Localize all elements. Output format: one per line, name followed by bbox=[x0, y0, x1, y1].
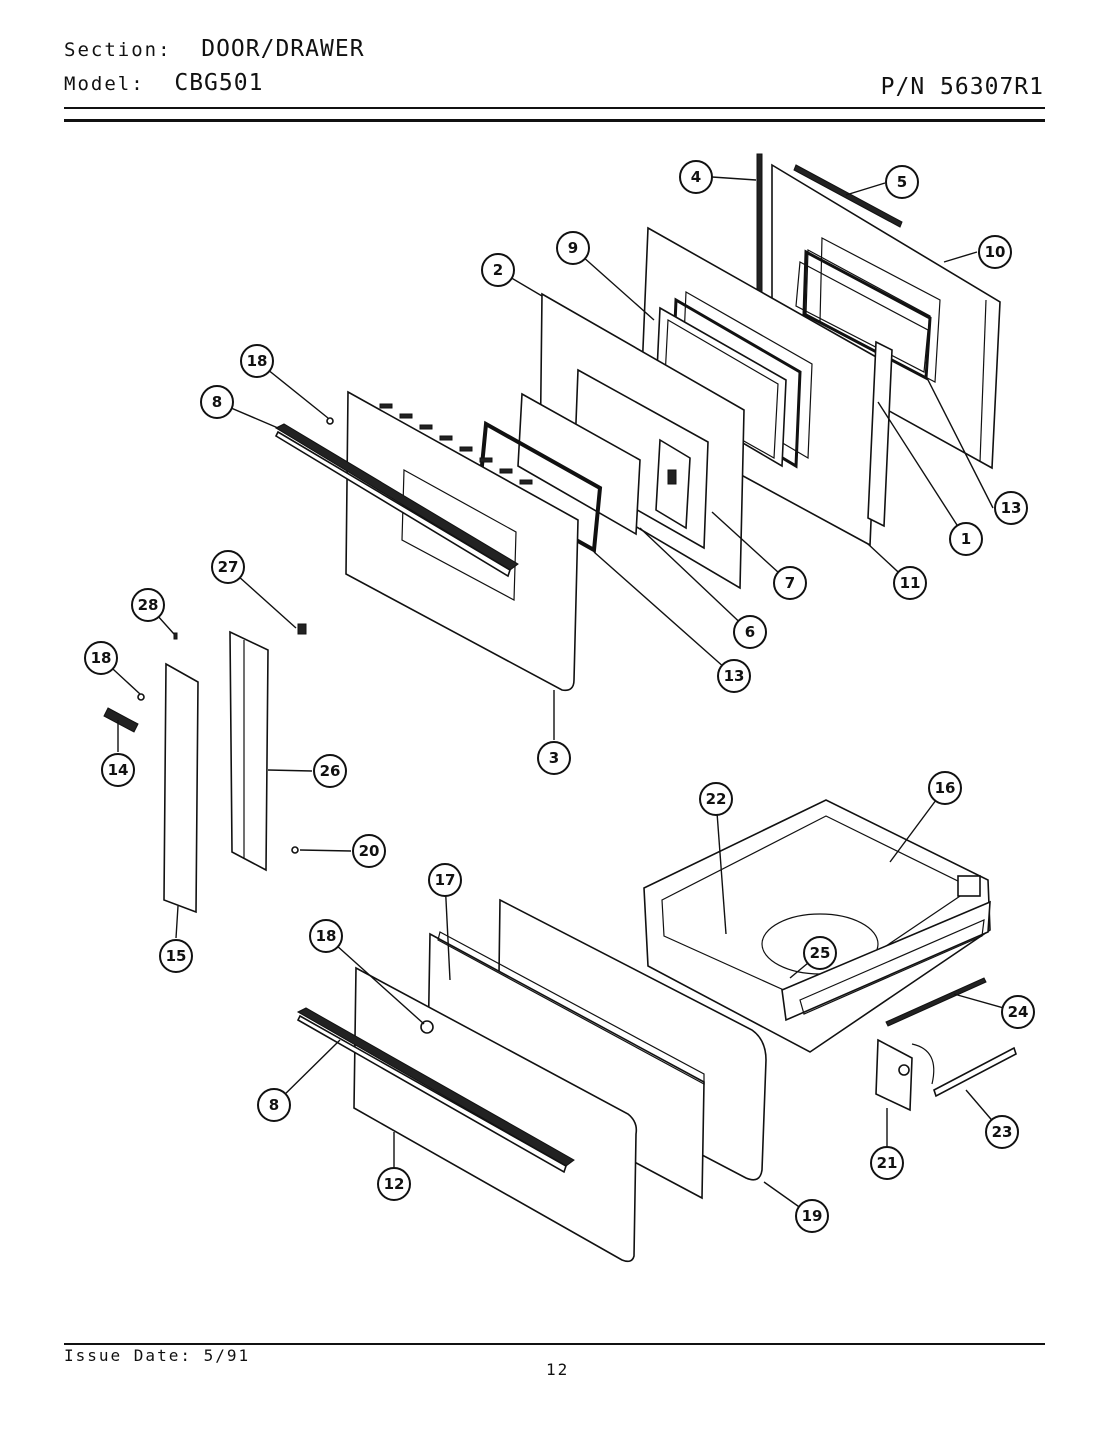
section-label: Section: bbox=[64, 39, 172, 61]
callout-8-lower: 8 bbox=[257, 1088, 291, 1122]
model-label: Model: bbox=[64, 73, 145, 95]
callout-18-left: 18 bbox=[84, 641, 118, 675]
callout-7: 7 bbox=[773, 566, 807, 600]
door-top-strip bbox=[793, 164, 903, 228]
callout-24: 24 bbox=[1001, 995, 1035, 1029]
svg-text:24: 24 bbox=[1008, 1003, 1029, 1021]
svg-text:9: 9 bbox=[568, 239, 578, 257]
callout-27: 27 bbox=[211, 550, 245, 584]
callout-11: 11 bbox=[893, 566, 927, 600]
drawer-rod bbox=[885, 977, 987, 1027]
issue-date: Issue Date: 5/91 bbox=[64, 1346, 251, 1365]
svg-text:22: 22 bbox=[706, 790, 727, 808]
callout-26: 26 bbox=[313, 754, 347, 788]
callout-2: 2 bbox=[481, 253, 515, 287]
svg-text:4: 4 bbox=[691, 168, 701, 186]
svg-text:6: 6 bbox=[745, 623, 755, 641]
callout-13-front: 13 bbox=[717, 659, 751, 693]
callout-20: 20 bbox=[352, 834, 386, 868]
header-rule-bottom bbox=[64, 119, 1045, 122]
svg-text:27: 27 bbox=[218, 558, 239, 576]
door-gasket-front bbox=[477, 420, 603, 554]
callout-17: 17 bbox=[428, 863, 462, 897]
callout-15: 15 bbox=[159, 939, 193, 973]
svg-text:23: 23 bbox=[992, 1123, 1013, 1141]
svg-text:8: 8 bbox=[269, 1096, 279, 1114]
screw bbox=[326, 417, 334, 425]
callout-1: 1 bbox=[949, 522, 983, 556]
callout-23: 23 bbox=[985, 1115, 1019, 1149]
svg-text:8: 8 bbox=[212, 393, 222, 411]
section-line: Section: DOOR/DRAWER bbox=[64, 36, 365, 62]
door-gasket-rear bbox=[802, 249, 932, 381]
svg-text:10: 10 bbox=[985, 243, 1006, 261]
svg-text:26: 26 bbox=[320, 762, 341, 780]
callout-5: 5 bbox=[885, 165, 919, 199]
svg-text:12: 12 bbox=[384, 1175, 405, 1193]
callout-28: 28 bbox=[131, 588, 165, 622]
drawer-bracket bbox=[875, 1038, 935, 1112]
callout-25: 25 bbox=[803, 936, 837, 970]
svg-text:1: 1 bbox=[961, 530, 971, 548]
drawer-handle bbox=[296, 1007, 575, 1167]
svg-text:18: 18 bbox=[91, 649, 112, 667]
side-trim-long bbox=[163, 662, 199, 914]
svg-text:2: 2 bbox=[493, 261, 503, 279]
page-number: 12 bbox=[546, 1360, 570, 1379]
footer-rule bbox=[64, 1343, 1045, 1345]
callout-6: 6 bbox=[733, 615, 767, 649]
door-side-strip bbox=[756, 153, 763, 301]
svg-text:3: 3 bbox=[549, 749, 559, 767]
svg-text:7: 7 bbox=[785, 574, 795, 592]
callout-18-upper: 18 bbox=[240, 344, 274, 378]
svg-text:13: 13 bbox=[1001, 499, 1022, 517]
model-line: Model: CBG501 bbox=[64, 70, 263, 96]
callout-18-lower: 18 bbox=[309, 919, 343, 953]
inner-door-panel bbox=[771, 163, 1001, 470]
svg-text:28: 28 bbox=[138, 596, 159, 614]
callout-12: 12 bbox=[377, 1167, 411, 1201]
drawer-rail bbox=[933, 1046, 1017, 1098]
svg-text:15: 15 bbox=[166, 947, 187, 965]
trim-clip bbox=[103, 707, 139, 733]
svg-text:11: 11 bbox=[900, 574, 921, 592]
callout-13-rear: 13 bbox=[994, 491, 1028, 525]
callout-3: 3 bbox=[537, 741, 571, 775]
callout-19: 19 bbox=[795, 1199, 829, 1233]
svg-text:21: 21 bbox=[877, 1154, 898, 1172]
callout-22: 22 bbox=[699, 782, 733, 816]
callout-21: 21 bbox=[870, 1146, 904, 1180]
svg-text:13: 13 bbox=[724, 667, 745, 685]
svg-text:18: 18 bbox=[247, 352, 268, 370]
side-trim-channel bbox=[229, 630, 269, 872]
svg-text:19: 19 bbox=[802, 1207, 823, 1225]
header-rule-top bbox=[64, 107, 1045, 109]
callout-8-upper: 8 bbox=[200, 385, 234, 419]
callout-9: 9 bbox=[556, 231, 590, 265]
drawer-front bbox=[353, 966, 638, 1263]
svg-text:14: 14 bbox=[108, 761, 129, 779]
callout-10: 10 bbox=[978, 235, 1012, 269]
svg-text:25: 25 bbox=[810, 944, 831, 962]
drawer-body bbox=[643, 799, 991, 1053]
svg-text:20: 20 bbox=[359, 842, 380, 860]
door-handle-upper bbox=[274, 423, 519, 571]
section-value: DOOR/DRAWER bbox=[201, 36, 365, 62]
callout-4: 4 bbox=[679, 160, 713, 194]
svg-text:16: 16 bbox=[935, 779, 956, 797]
callout-14: 14 bbox=[101, 753, 135, 787]
svg-text:18: 18 bbox=[316, 927, 337, 945]
svg-text:5: 5 bbox=[897, 173, 907, 191]
part-number: P/N 56307R1 bbox=[880, 74, 1044, 100]
model-value: CBG501 bbox=[174, 70, 264, 96]
svg-text:17: 17 bbox=[435, 871, 456, 889]
callout-16: 16 bbox=[928, 771, 962, 805]
